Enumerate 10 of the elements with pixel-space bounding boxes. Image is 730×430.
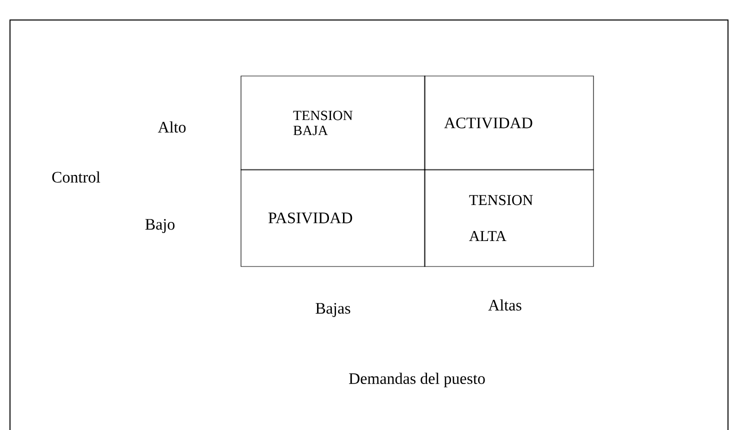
quadrant-cell: PASIVIDAD: [240, 169, 426, 267]
quadrant-cell: TENSION BAJA: [240, 76, 426, 170]
axis-label: Alto: [158, 121, 186, 133]
axis-label: Control: [52, 171, 100, 183]
quadrant-cell: TENSION ALTA: [424, 169, 594, 267]
axis-label: Demandas del puesto: [349, 372, 485, 388]
axis-label: Altas: [488, 299, 522, 311]
axis-label: Bajo: [145, 219, 174, 233]
quadrant-cell: ACTIVIDAD: [424, 76, 594, 170]
axis-label: Bajas: [316, 303, 350, 317]
